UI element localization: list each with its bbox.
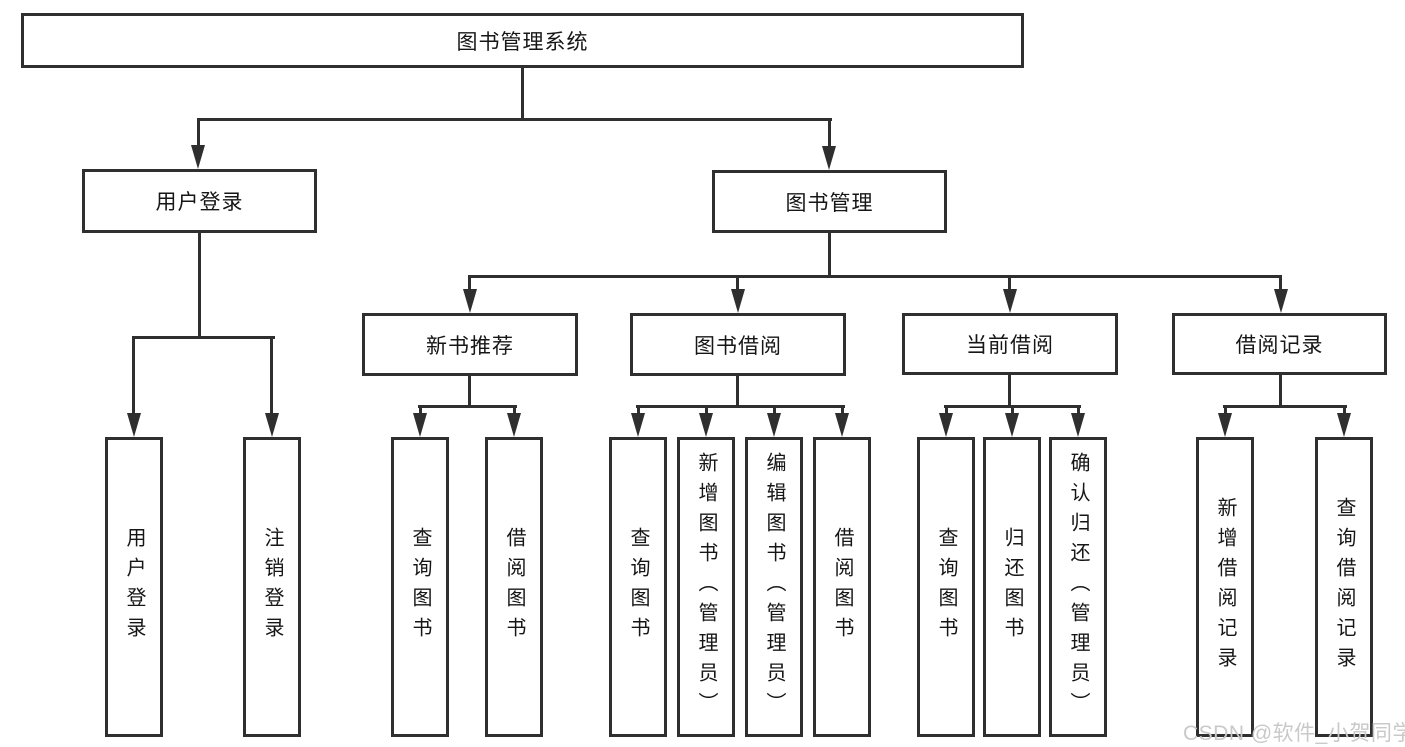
connector-drop-leaf — [945, 405, 948, 417]
node-borrowing-records: 借阅记录 — [1172, 313, 1387, 375]
arrow-down-icon — [463, 289, 477, 313]
arrow-down-icon — [127, 413, 141, 437]
connector-drop-leaf-user-login — [132, 336, 135, 414]
connector-book-management-stem — [828, 233, 831, 277]
connector-drop-leaf — [513, 405, 516, 417]
connector-drop-leaf — [705, 405, 708, 417]
connector-drop-leaf — [841, 405, 844, 417]
leaf-query-borrow-record: 查询借阅记录 — [1315, 437, 1373, 737]
connector-drop-user-login — [197, 118, 200, 148]
connector-drop-leaf-logout — [270, 336, 273, 414]
arrow-down-icon — [1005, 413, 1019, 437]
connector-user-login-rail — [132, 336, 275, 339]
arrow-down-icon — [767, 413, 781, 437]
leaf-confirm-return-admin: 确认归还（管理员） — [1049, 437, 1107, 737]
connector-drop-book-management — [828, 118, 831, 148]
arrow-down-icon — [1218, 413, 1232, 437]
leaf-logout: 注销登录 — [243, 437, 301, 737]
connector-drop-leaf — [773, 405, 776, 417]
connector-user-login-stem — [198, 233, 201, 339]
connector-drop-leaf — [637, 405, 640, 417]
connector-new-book-rec-rail — [418, 405, 517, 408]
arrow-down-icon — [835, 413, 849, 437]
leaf-query-books-2: 查询图书 — [609, 437, 667, 737]
connector-drop-new-book-rec — [468, 275, 471, 291]
connector-drop-leaf — [1077, 405, 1080, 417]
connector-new-book-rec-stem — [468, 376, 471, 407]
arrow-down-icon — [507, 413, 521, 437]
leaf-query-books-3: 查询图书 — [917, 437, 975, 737]
node-book-management: 图书管理 — [712, 170, 947, 233]
connector-root-stem — [521, 68, 524, 121]
connector-drop-leaf — [1011, 405, 1014, 417]
leaf-borrow-books-2: 借阅图书 — [813, 437, 871, 737]
arrow-down-icon — [631, 413, 645, 437]
arrow-down-icon — [413, 413, 427, 437]
leaf-edit-books-admin: 编辑图书（管理员） — [745, 437, 803, 737]
node-book-borrowing: 图书借阅 — [630, 313, 846, 376]
arrow-down-icon — [939, 413, 953, 437]
connector-drop-book-borrowing — [736, 275, 739, 291]
arrow-down-icon — [1274, 289, 1288, 313]
connector-book-borrowing-stem — [736, 376, 739, 407]
connector-book-management-rail — [468, 275, 1282, 278]
connector-drop-current-borrowing — [1008, 275, 1011, 291]
leaf-borrow-books-1: 借阅图书 — [485, 437, 543, 737]
node-new-book-recommendation: 新书推荐 — [362, 313, 578, 376]
leaf-add-borrow-record: 新增借阅记录 — [1196, 437, 1254, 737]
arrow-down-icon — [1003, 289, 1017, 313]
arrow-down-icon — [191, 145, 205, 169]
node-root-library-system: 图书管理系统 — [21, 13, 1024, 68]
connector-current-borrowing-stem — [1008, 375, 1011, 407]
connector-borrowing-records-stem — [1279, 375, 1282, 407]
connector-drop-borrowing-records — [1279, 275, 1282, 291]
arrow-down-icon — [699, 413, 713, 437]
csdn-watermark: CSDN @软件_小贺同学 — [1183, 722, 1405, 745]
arrow-down-icon — [731, 289, 745, 313]
arrow-down-icon — [1071, 413, 1085, 437]
leaf-add-books-admin: 新增图书（管理员） — [677, 437, 735, 737]
leaf-user-login: 用户登录 — [105, 437, 163, 737]
connector-book-borrowing-rail — [636, 405, 845, 408]
arrow-down-icon — [265, 413, 279, 437]
node-current-borrowing: 当前借阅 — [902, 313, 1118, 375]
arrow-down-icon — [1337, 413, 1351, 437]
connector-drop-leaf — [1343, 405, 1346, 417]
connector-borrowing-records-rail — [1223, 405, 1347, 408]
arrow-down-icon — [822, 146, 836, 170]
connector-root-rail — [197, 118, 832, 121]
leaf-return-books: 归还图书 — [983, 437, 1041, 737]
node-user-login: 用户登录 — [82, 169, 317, 233]
leaf-query-books-1: 查询图书 — [391, 437, 449, 737]
connector-drop-leaf — [419, 405, 422, 417]
connector-drop-leaf — [1224, 405, 1227, 417]
